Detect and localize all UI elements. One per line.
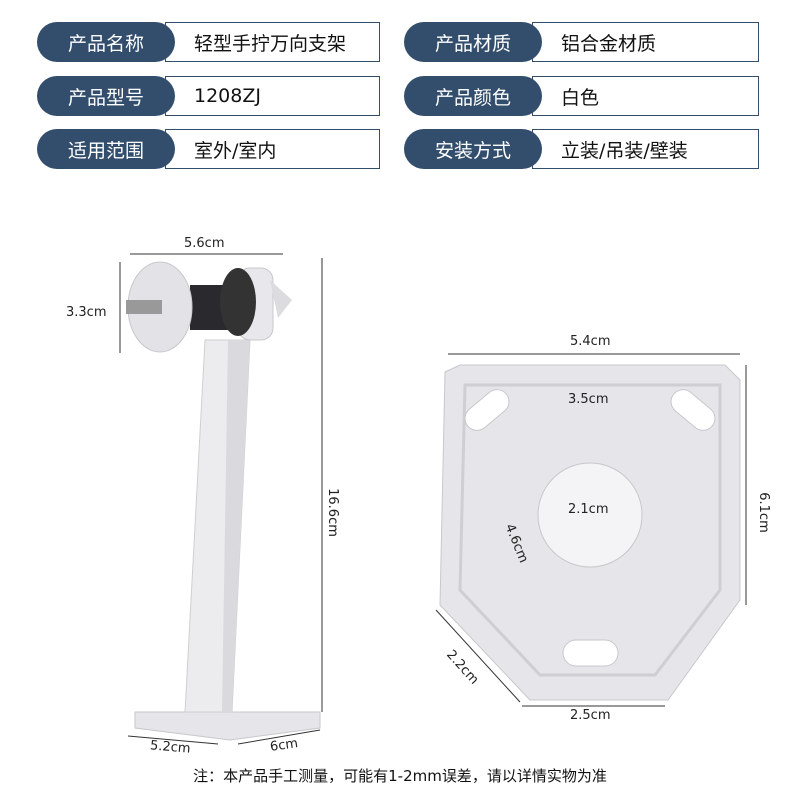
dim-plate-width: 5.4cm [570,334,611,349]
spec-label: 产品材质 [404,22,542,62]
mount-plate-image [439,364,741,701]
dim-center-hole: 2.1cm [568,502,609,517]
measurement-note: 注：本产品手工测量，可能有1-2mm误差，请以详情实物为准 [193,767,607,785]
spec-label: 安装方式 [404,129,542,169]
dim-bottom: 2.5cm [570,708,611,723]
dim-knob-height: 3.3cm [66,305,107,320]
dim-bracket-width: 5.6cm [184,236,225,251]
spec-value: 白色 [532,76,759,116]
dim-height: 16.6cm [324,488,340,537]
dim-hole-span: 3.5cm [568,392,609,407]
spec-label: 产品名称 [37,22,175,62]
bracket-image [126,261,321,741]
spec-value: 轻型手拧万向支架 [165,22,380,62]
spec-label: 适用范围 [37,129,175,169]
spec-value: 立装/吊装/壁装 [532,129,759,169]
spec-value: 铝合金材质 [532,22,759,62]
dim-plate-height: 6.1cm [755,492,771,533]
spec-label: 产品颜色 [404,76,542,116]
spec-value: 1208ZJ [165,76,380,116]
spec-value: 室外/室内 [165,129,380,169]
spec-label: 产品型号 [37,76,175,116]
